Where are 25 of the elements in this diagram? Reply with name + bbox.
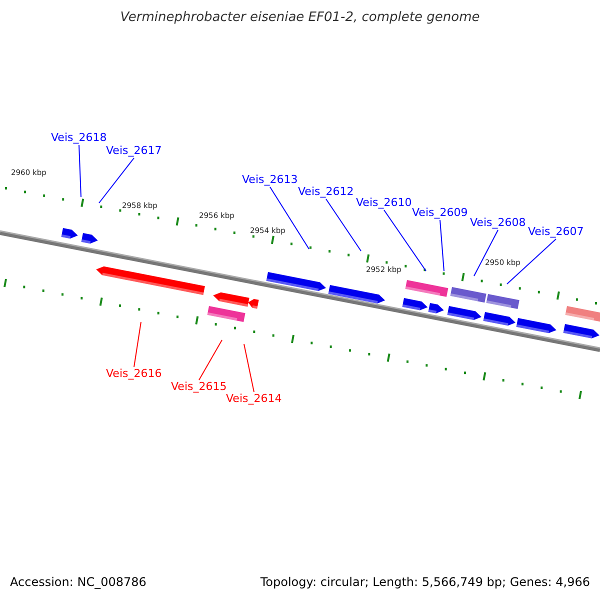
leader-line [384, 210, 426, 272]
leader-line [474, 230, 498, 276]
leader-line [198, 340, 222, 380]
leader-line [78, 144, 82, 198]
leader-line [326, 198, 362, 252]
leader-line [244, 344, 254, 392]
gene-label: Veis_2614 [226, 392, 282, 406]
gene-label: Veis_2610 [356, 196, 412, 210]
gene-label: Veis_2609 [412, 206, 468, 220]
title: Verminephrobacter eiseniae EF01-2, complete genome [119, 11, 481, 25]
gene-label: Veis_2615 [171, 380, 227, 394]
gene-label: Veis_2616 [106, 367, 162, 381]
leader-line [98, 158, 134, 204]
gene-label: Veis_2617 [106, 144, 162, 158]
leader-line [270, 186, 310, 250]
genome-info-text: Topology: circular; Length: 5,566,749 bp; Genes: 4,966 [260, 575, 590, 589]
leader-line [440, 220, 444, 272]
gene-label: Veis_2618 [51, 131, 107, 145]
gene-label: Veis_2607 [528, 225, 584, 239]
gene-label: Veis_2608 [470, 216, 526, 230]
leader-line [134, 322, 142, 368]
leader-line [506, 238, 556, 284]
accession-text: Accession: NC_008786 [10, 575, 146, 589]
gene-label: Veis_2613 [242, 173, 298, 187]
gene-label: Veis_2612 [298, 185, 354, 199]
